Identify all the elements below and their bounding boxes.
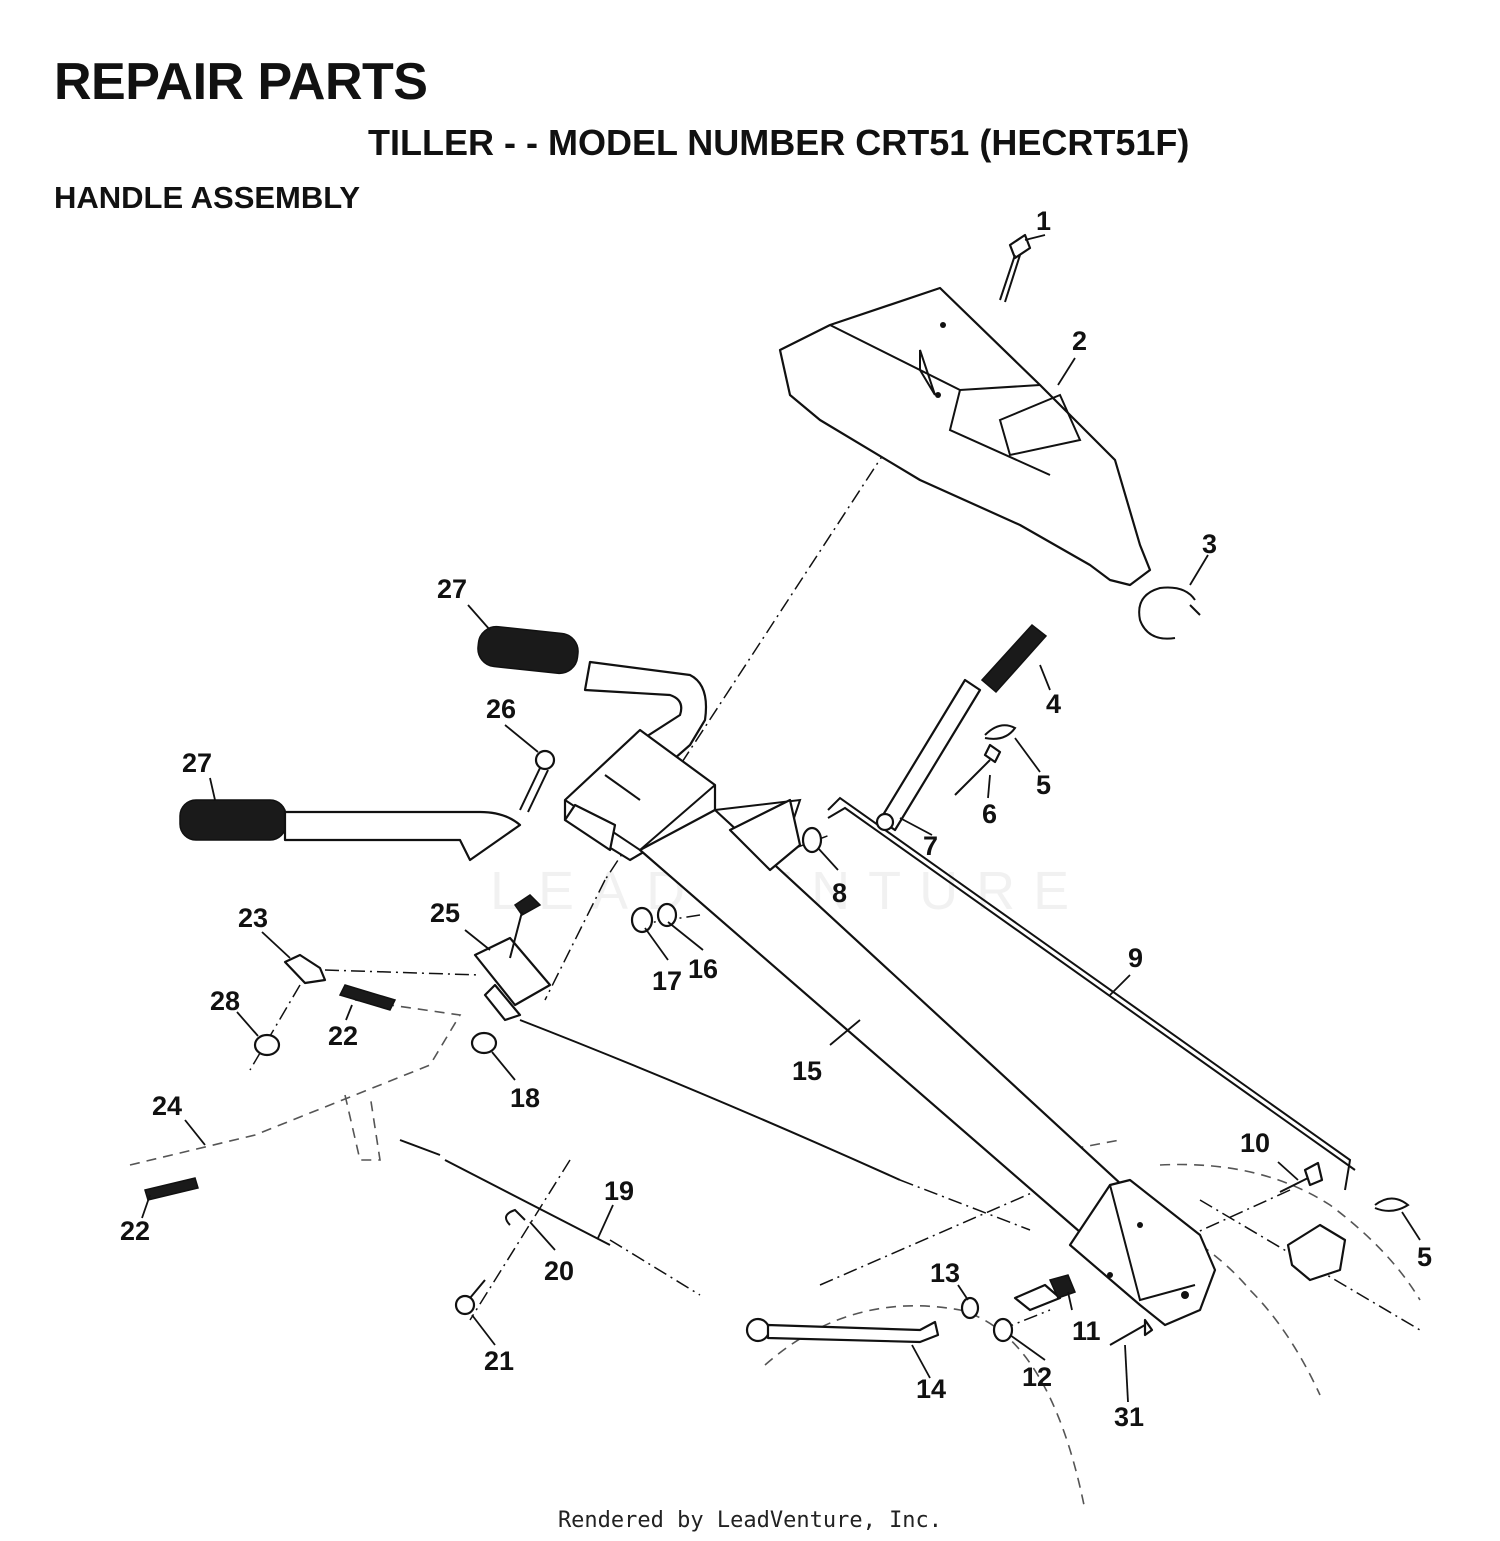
nut-part-28 (253, 1033, 281, 1057)
spring-part-22-upper (338, 984, 397, 1011)
callout-12: 12 (1022, 1362, 1052, 1392)
callout-11: 11 (1072, 1316, 1101, 1346)
handle-panel-part-2 (778, 286, 1152, 587)
callout-21: 21 (484, 1346, 514, 1376)
screw-part-21 (454, 1279, 486, 1316)
washer-part-12 (992, 1317, 1014, 1343)
lever-grip-part-4 (980, 623, 1048, 694)
spacer-part-8 (801, 826, 823, 854)
hairpin-clip-part-5-upper (984, 724, 1017, 740)
callout-8: 8 (832, 878, 847, 908)
callout-22-upper: 22 (328, 1021, 358, 1051)
callout-24: 24 (152, 1091, 182, 1121)
callout-5-upper: 5 (1036, 770, 1051, 800)
callout-16: 16 (688, 954, 718, 984)
bolt-part-10 (1279, 1161, 1324, 1193)
callout-18: 18 (510, 1083, 540, 1113)
callout-26: 26 (486, 694, 516, 724)
section-title: HANDLE ASSEMBLY (54, 180, 361, 215)
callout-25: 25 (430, 898, 460, 928)
tube-end-plate (1068, 1178, 1217, 1327)
bolt-part-6 (954, 743, 1002, 796)
leader-lines (141, 234, 1421, 1403)
footer-credit: Rendered by LeadVenture, Inc. (557, 1508, 943, 1533)
bolt-part-26 (519, 749, 556, 813)
throttle-cable (519, 1019, 901, 1181)
shift-rod-part-9 (827, 796, 1356, 1191)
bracket-part-11 (1013, 1274, 1076, 1312)
callout-27-lower: 27 (182, 748, 212, 778)
main-handle-tube-part-15 (638, 798, 1162, 1247)
callout-2: 2 (1072, 326, 1087, 356)
spring-part-22-lower (144, 1177, 199, 1201)
callout-22-lower: 22 (120, 1216, 150, 1246)
callout-17: 17 (652, 966, 682, 996)
clip-part-20 (505, 1208, 526, 1226)
callout-13: 13 (930, 1258, 960, 1288)
callout-10: 10 (1240, 1128, 1270, 1158)
callout-labels: 1 2 3 4 5 5 6 7 8 9 10 11 12 13 14 15 16… (120, 206, 1432, 1432)
nut-part-17 (630, 906, 654, 934)
bolt-part-31 (1109, 1318, 1154, 1346)
lever-part-7 (875, 678, 982, 832)
assembly-lines (249, 359, 1421, 1331)
shift-pivot-block (1286, 1223, 1347, 1282)
callout-23: 23 (238, 903, 268, 933)
callout-28: 28 (210, 986, 240, 1016)
callout-9: 9 (1128, 943, 1143, 973)
callout-19: 19 (604, 1176, 634, 1206)
handle-bracket (563, 728, 717, 862)
grip-part-27-lower (179, 799, 287, 841)
hairpin-clip-part-5-lower (1374, 1197, 1410, 1212)
callout-20: 20 (544, 1256, 574, 1286)
screw-part-1 (999, 233, 1032, 303)
phantom-outline (129, 999, 1421, 1511)
callout-1: 1 (1036, 206, 1051, 236)
callout-7: 7 (923, 831, 938, 861)
throttle-bracket-part-25 (473, 894, 552, 1022)
washer-part-16 (656, 902, 678, 928)
callout-31: 31 (1114, 1402, 1144, 1432)
callout-15: 15 (792, 1056, 822, 1086)
callout-27-upper: 27 (437, 574, 467, 604)
clip-part-23 (283, 953, 327, 985)
grip-part-27-upper (477, 625, 579, 675)
callout-6: 6 (982, 799, 997, 829)
retaining-ring-part-3 (1138, 586, 1201, 640)
callout-5-lower: 5 (1417, 1242, 1432, 1272)
washer-part-13 (960, 1296, 980, 1320)
page-title: REPAIR PARTS (54, 53, 428, 111)
callout-4: 4 (1046, 689, 1061, 719)
callout-14: 14 (916, 1374, 946, 1404)
callout-3: 3 (1202, 529, 1217, 559)
shift-lever-part-14 (745, 1317, 940, 1344)
model-subtitle: TILLER - - MODEL NUMBER CRT51 (HECRT51F) (368, 122, 1190, 163)
cable-part-19 (399, 1139, 611, 1246)
nut-part-18 (470, 1031, 498, 1055)
